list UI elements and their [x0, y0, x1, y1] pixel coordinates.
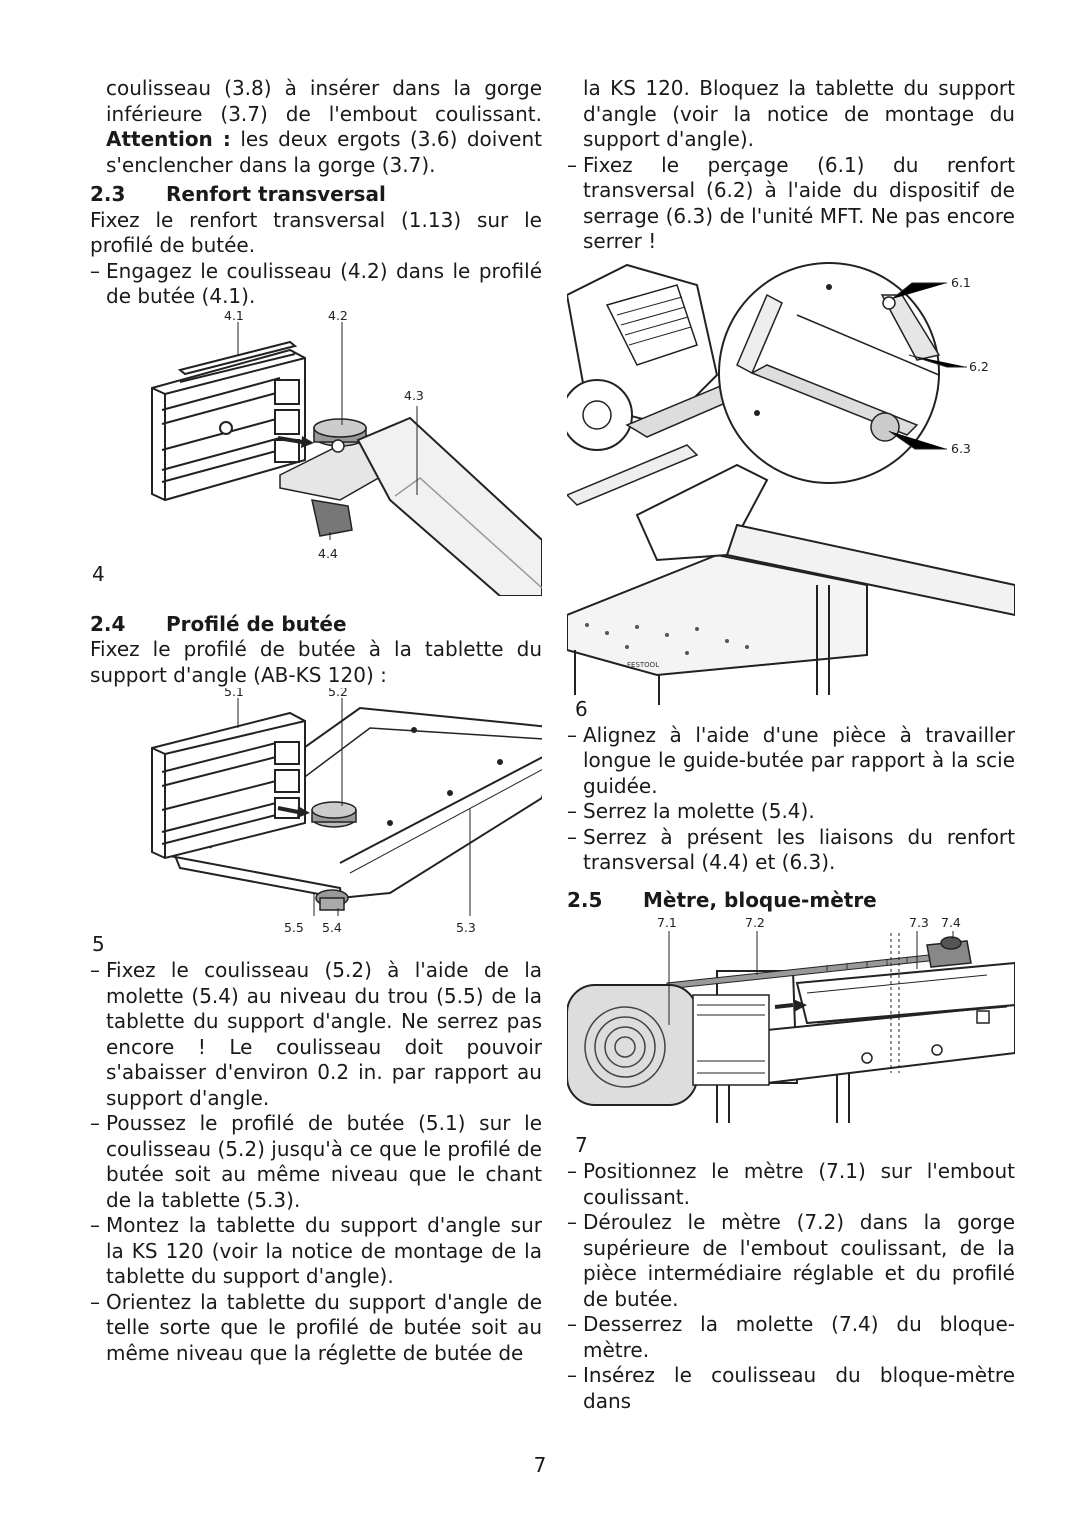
figure-7-illustration: 7.1 7.2 7.3 7.4	[567, 915, 1015, 1123]
figure-4-illustration: 4.1 4.2 4.3 4.4	[151, 310, 542, 596]
section-2-4-body: Fixez le profilé de butée à la tablette …	[90, 637, 542, 687]
label-7-2: 7.2	[745, 915, 765, 930]
figure-6-illustration: FESTOOL	[567, 261, 1015, 705]
right-column: la KS 120. Bloquez la tablette du suppor…	[567, 76, 1015, 1414]
figure-4: 4	[90, 310, 542, 596]
arrow-icon	[774, 999, 807, 1012]
step-item: Fixez le coulisseau (5.2) à l'aide de la…	[90, 958, 542, 1111]
section-number: 2.4	[90, 611, 126, 636]
label-6-2: 6.2	[969, 359, 989, 374]
step-item: Serrez la molette (5.4).	[567, 799, 1015, 825]
label-5-2: 5.2	[328, 688, 348, 699]
section-2-3-heading: 2.3 Renfort transversal	[90, 182, 542, 208]
label-7-3: 7.3	[909, 915, 929, 930]
brand-label: FESTOOL	[627, 661, 659, 669]
step-item: Poussez le profilé de butée (5.1) sur le…	[90, 1111, 542, 1213]
figure-5-illustration: 5.1 5.2 5.3 5.4 5.5	[151, 688, 542, 935]
section-title: Renfort transversal	[166, 182, 386, 206]
intro-paragraph: la KS 120. Bloquez la tablette du suppor…	[583, 76, 1015, 151]
figure-number: 7	[575, 1133, 588, 1157]
label-7-4: 7.4	[941, 915, 961, 930]
figure-7: 7	[567, 913, 1015, 1159]
page-number: 7	[533, 1453, 547, 1477]
section-title: Profilé de butée	[166, 611, 347, 636]
section-2-4-heading: 2.4 Profilé de butée	[90, 612, 542, 638]
arrow-icon	[277, 435, 314, 448]
label-6-3: 6.3	[951, 441, 971, 456]
label-5-4: 5.4	[322, 920, 342, 935]
figure-number: 6	[575, 696, 588, 721]
left-column: coulisseau (3.8) à insérer dans la gorge…	[90, 76, 542, 1366]
step-item: Alignez à l'aide d'une pièce à travaille…	[567, 723, 1015, 800]
step-item: Insérez le coulisseau du bloque-mètre da…	[567, 1363, 1015, 1414]
label-4-2: 4.2	[328, 310, 348, 323]
label-6-1: 6.1	[951, 275, 971, 290]
step-item: Fixez le perçage (6.1) du renfort transv…	[567, 153, 1015, 255]
figure-6: 6 FESTOOL	[567, 255, 1015, 723]
intro-paragraph: coulisseau (3.8) à insérer dans la gorge…	[90, 76, 542, 178]
step-item: Déroulez le mètre (7.2) dans la gorge su…	[567, 1210, 1015, 1312]
attention-text: les deux ergots (3.6) doivent s'enclench…	[106, 127, 542, 177]
label-5-1: 5.1	[224, 688, 244, 699]
figure-number: 4	[92, 561, 105, 586]
step-item: Montez la tablette du support d'angle su…	[90, 1213, 542, 1290]
section-2-3-body: Fixez le renfort transversal (1.13) sur …	[90, 207, 542, 258]
label-4-3: 4.3	[404, 388, 424, 403]
arrow-icon	[277, 806, 310, 818]
section-number: 2.3	[90, 182, 126, 206]
intro-text: coulisseau (3.8) à insérer dans la gorge…	[106, 76, 542, 126]
label-5-5: 5.5	[284, 920, 304, 935]
step-item: Positionnez le mètre (7.1) sur l'embout …	[567, 1159, 1015, 1210]
label-4-4: 4.4	[318, 546, 338, 561]
section-2-5-heading: 2.5 Mètre, bloque-mètre	[567, 888, 1015, 914]
figure-number: 5	[92, 932, 105, 956]
step-item: Orientez la tablette du support d'angle …	[90, 1290, 542, 1367]
step-item: Serrez à présent les liaisons du renfort…	[567, 825, 1015, 876]
step-item: Desserrez la molette (7.4) du bloque-mèt…	[567, 1312, 1015, 1363]
section-number: 2.5	[567, 887, 603, 912]
step-item: Engagez le coulisseau (4.2) dans le prof…	[90, 259, 542, 310]
figure-5: 5	[90, 688, 542, 958]
label-4-1: 4.1	[224, 310, 244, 323]
section-title: Mètre, bloque-mètre	[643, 887, 877, 912]
label-7-1: 7.1	[657, 915, 677, 930]
label-5-3: 5.3	[456, 920, 476, 935]
attention-label: Attention :	[106, 127, 231, 151]
